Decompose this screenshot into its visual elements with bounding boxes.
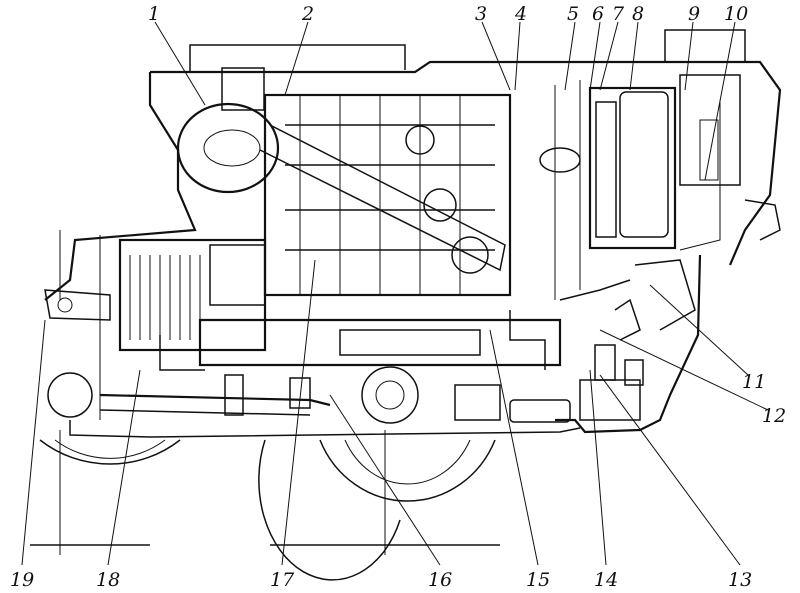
- rear-wheel-left: [258, 439, 401, 581]
- callout-5: 5: [567, 3, 579, 25]
- callout-16: 16: [428, 569, 452, 591]
- callout-8: 8: [632, 3, 644, 25]
- leader-lines: [21, 21, 769, 566]
- callout-14: 14: [594, 569, 618, 591]
- callout-4: 4: [514, 3, 527, 25]
- callout-9: 9: [688, 3, 700, 25]
- front-wheel: [39, 430, 181, 555]
- rear-wheel-right: [319, 430, 496, 555]
- callout-17: 17: [270, 569, 295, 591]
- hull-outline: [44, 29, 782, 438]
- callout-2: 2: [301, 3, 314, 25]
- callout-11: 11: [742, 371, 766, 393]
- rear-assemblies: [594, 259, 696, 386]
- callout-7: 7: [612, 3, 625, 25]
- front-linkage: [44, 289, 111, 321]
- callout-1: 1: [148, 3, 160, 25]
- air-intake-box: [679, 74, 781, 241]
- exhaust-system: [159, 279, 631, 371]
- callout-12: 12: [762, 405, 786, 427]
- callout-13: 13: [728, 569, 752, 591]
- callout-3: 3: [475, 3, 487, 25]
- callout-labels: 1 2 3 4 5 6 7 8 9 10 11 12 13 14 15 16 1…: [10, 3, 786, 591]
- callout-15: 15: [526, 569, 550, 591]
- callout-10: 10: [724, 3, 748, 25]
- callout-6: 6: [592, 3, 604, 25]
- callout-18: 18: [96, 569, 120, 591]
- drive-shaft: [47, 366, 641, 424]
- transmission-housing: [118, 238, 267, 352]
- engine-block: [263, 93, 512, 297]
- callout-19: 19: [10, 569, 34, 591]
- cooling-unit: [539, 86, 677, 250]
